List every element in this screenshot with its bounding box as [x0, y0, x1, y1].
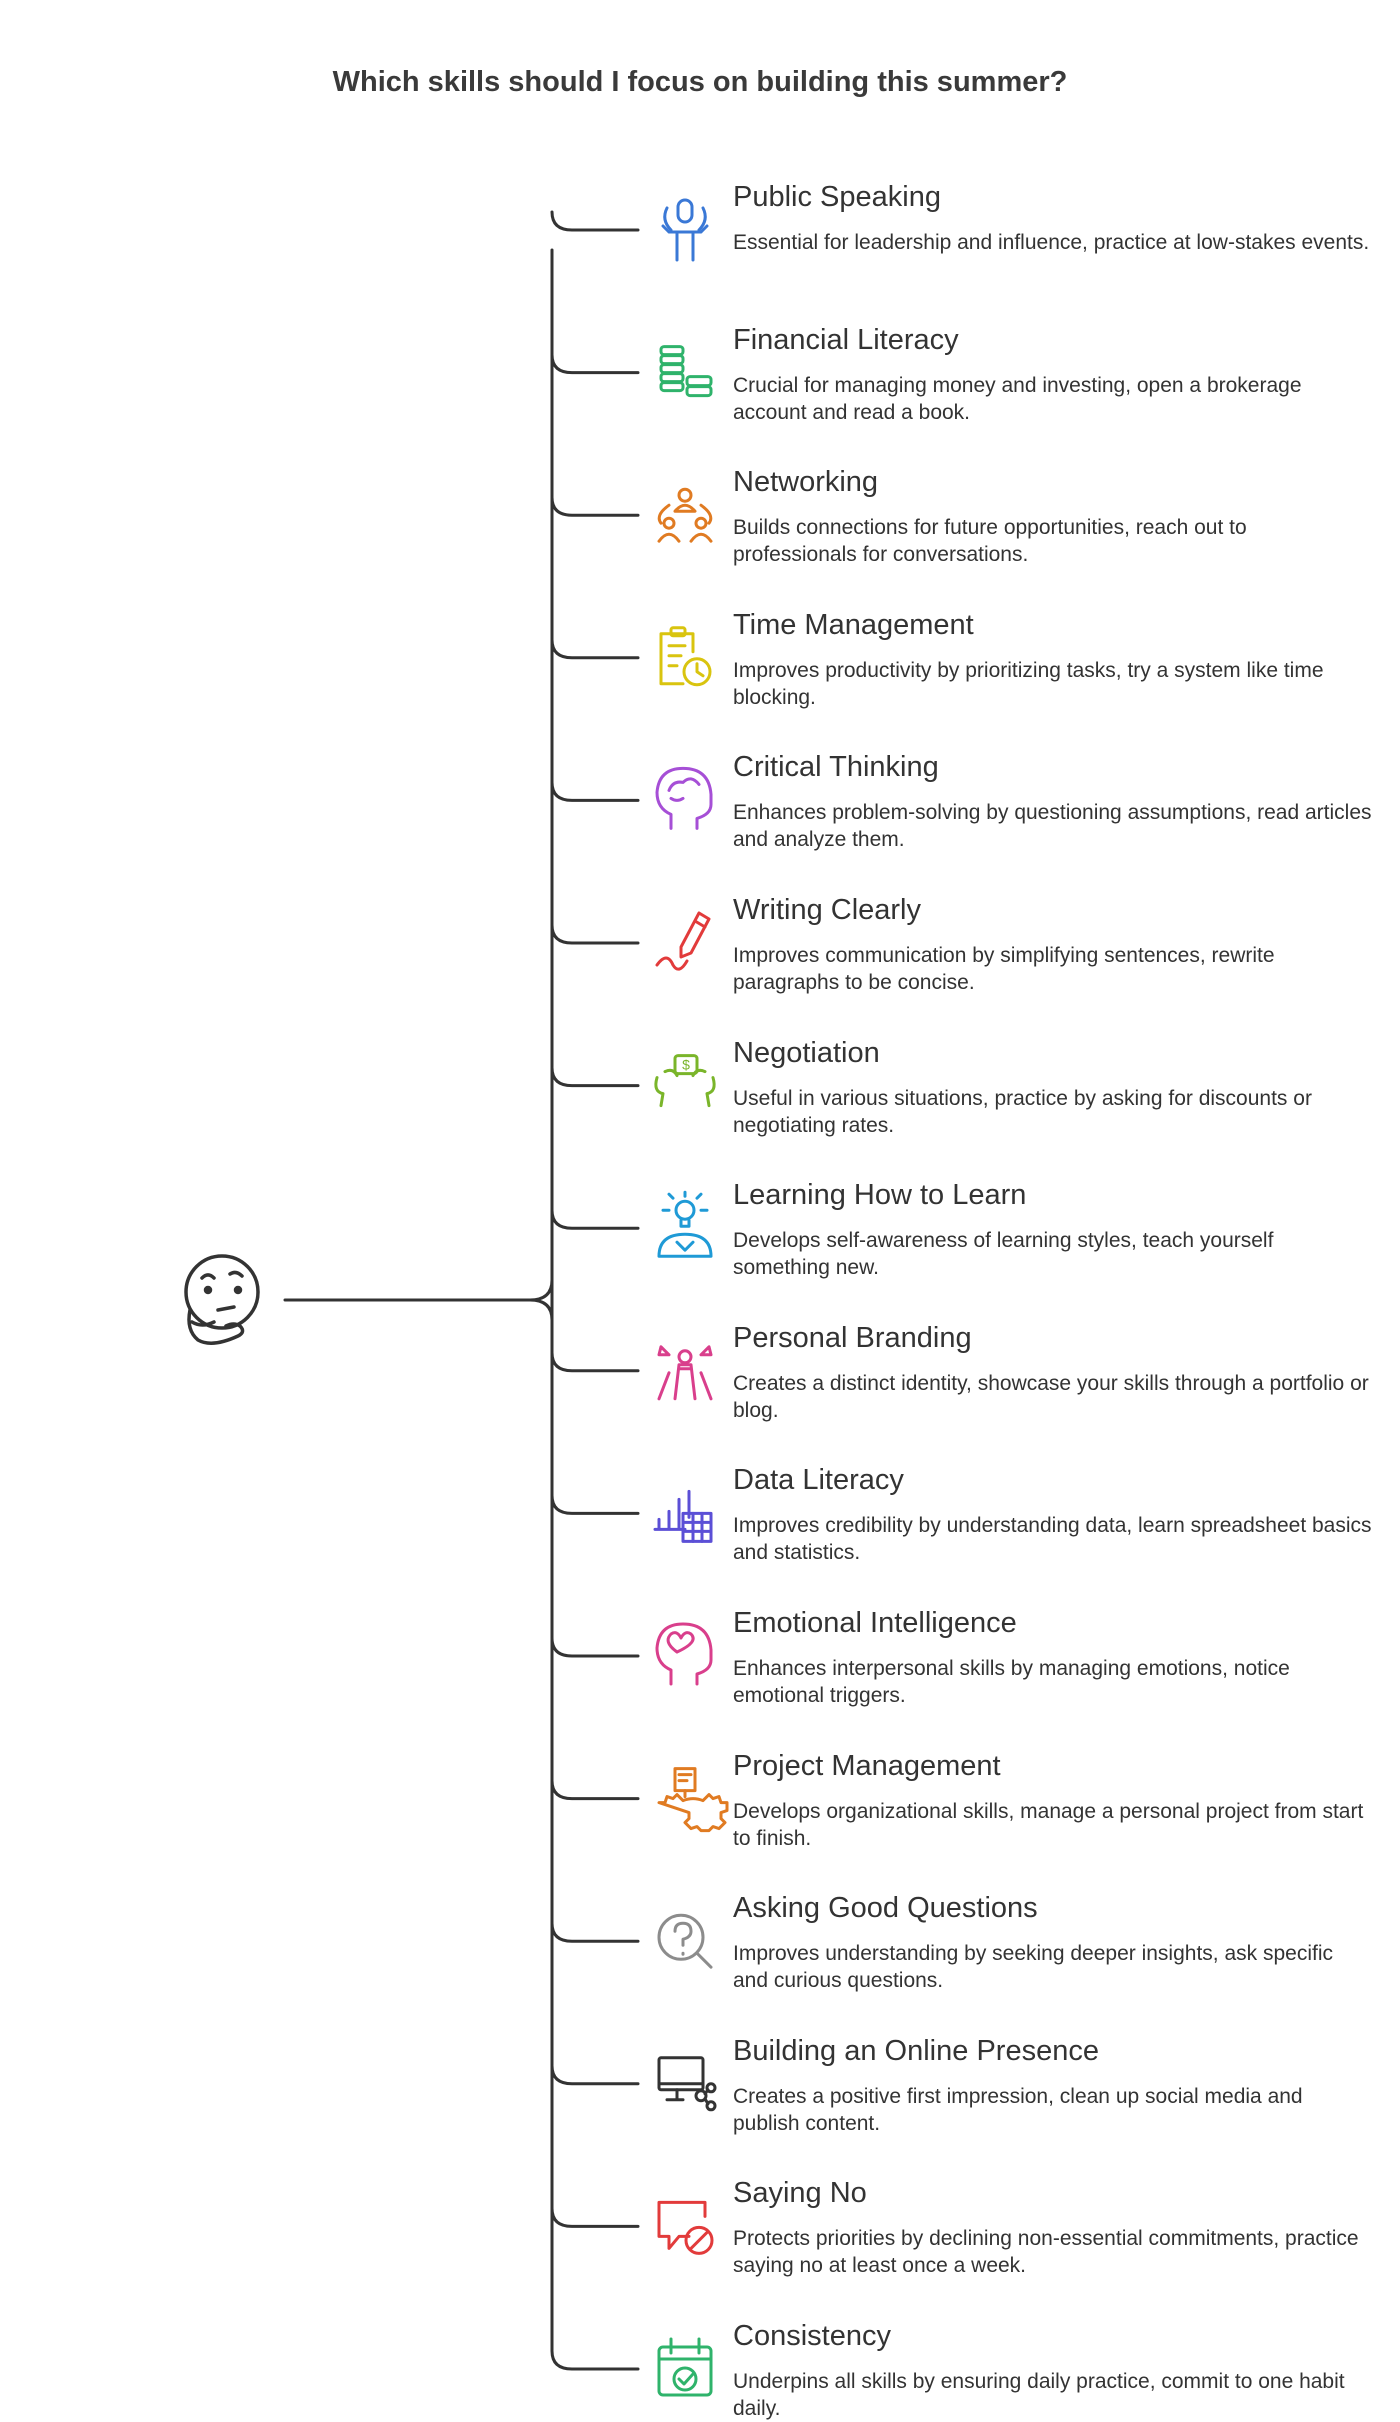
skill-title: Personal Branding	[733, 1321, 972, 1354]
skill-description: Improves understanding by seeking deeper…	[733, 1942, 1333, 1993]
branch-connector	[550, 1208, 640, 1230]
branch-connector	[550, 210, 640, 232]
skill-title: Time Management	[733, 608, 974, 641]
branch-connector	[550, 1066, 640, 1088]
monitor-share-icon	[657, 2056, 717, 2112]
gear-board-icon	[657, 1767, 729, 1833]
skill-description: Develops self-awareness of learning styl…	[733, 1229, 1274, 1280]
skill-description: Improves communication by simplifying se…	[733, 944, 1275, 994]
branch-connector	[550, 2349, 640, 2371]
coin-stack-icon	[659, 345, 713, 398]
branch-connector	[550, 495, 640, 517]
skill-description: Improves productivity by prioritizing ta…	[733, 658, 1324, 709]
speech-block-icon	[657, 2200, 714, 2255]
skill-title: Negotiation	[733, 1036, 880, 1069]
diagram-title: Which skills should I focus on building …	[332, 66, 1068, 98]
skill-title: Networking	[733, 466, 879, 499]
skill-description: Improves credibility by understanding da…	[733, 1514, 1372, 1565]
branch-connector	[550, 1493, 640, 1515]
skill-title: Data Literacy	[733, 1464, 904, 1497]
branch-connector	[550, 2064, 640, 2086]
root-connector	[283, 1278, 554, 1322]
microphone-speaker-icon	[661, 198, 709, 262]
skill-description: Creates a positive first impression, cle…	[733, 2084, 1303, 2135]
skill-description: Protects priorities by declining non-ess…	[733, 2227, 1359, 2278]
bar-chart-table-icon	[653, 1489, 713, 1543]
skill-title: Learning How to Learn	[733, 1179, 1027, 1212]
skill-title: Saying No	[733, 2177, 867, 2210]
branch-connector	[550, 638, 640, 660]
branch-connector	[550, 780, 640, 802]
branch-connector	[550, 2206, 640, 2228]
skill-description: Crucial for managing money and investing…	[733, 373, 1302, 424]
calendar-check-icon	[657, 2337, 713, 2397]
skill-title: Financial Literacy	[733, 323, 959, 356]
skill-title: Writing Clearly	[733, 894, 922, 926]
skill-description: Enhances problem-solving by questioning …	[733, 801, 1372, 852]
skill-description: Essential for leadership and influence, …	[733, 231, 1370, 254]
skill-description: Useful in various situations, practice b…	[733, 1086, 1312, 1137]
clipboard-clock-icon	[659, 626, 712, 687]
people-network-icon	[657, 487, 713, 543]
head-heart-icon	[655, 1622, 713, 1686]
branch-connector	[550, 1921, 640, 1943]
lightbulb-person-icon	[657, 1190, 713, 1258]
skill-description: Enhances interpersonal skills by managin…	[733, 1657, 1290, 1707]
question-search-icon	[657, 1913, 713, 1969]
branch-connector	[550, 353, 640, 375]
pen-writing-icon	[655, 911, 711, 971]
svg-text:$: $	[682, 1057, 690, 1073]
branch-connector	[550, 1779, 640, 1801]
skill-description: Creates a distinct identity, showcase yo…	[733, 1371, 1369, 1422]
skill-title: Building an Online Presence	[733, 2034, 1099, 2067]
skill-title: Asking Good Questions	[733, 1892, 1038, 1925]
branch-connector	[550, 1351, 640, 1373]
skill-description: Develops organizational skills, manage a…	[733, 1799, 1364, 1850]
skill-title: Public Speaking	[733, 181, 941, 213]
skill-title: Consistency	[733, 2320, 891, 2352]
skill-title: Emotional Intelligence	[733, 1607, 1017, 1639]
negotiation-money-icon: $	[654, 1054, 716, 1108]
person-brand-icon	[657, 1345, 713, 1401]
skill-title: Project Management	[733, 1749, 1001, 1782]
thinking-face-icon	[184, 1254, 260, 1345]
skill-item: Saying No Protects priorities by declinin…	[733, 2176, 1373, 2279]
skill-title: Critical Thinking	[733, 751, 939, 784]
branch-connector	[550, 923, 640, 945]
branch-connector	[550, 1636, 640, 1658]
skill-description: Underpins all skills by ensuring daily p…	[733, 2370, 1345, 2420]
head-brain-icon	[655, 766, 713, 830]
skill-description: Builds connections for future opportunit…	[733, 516, 1247, 567]
